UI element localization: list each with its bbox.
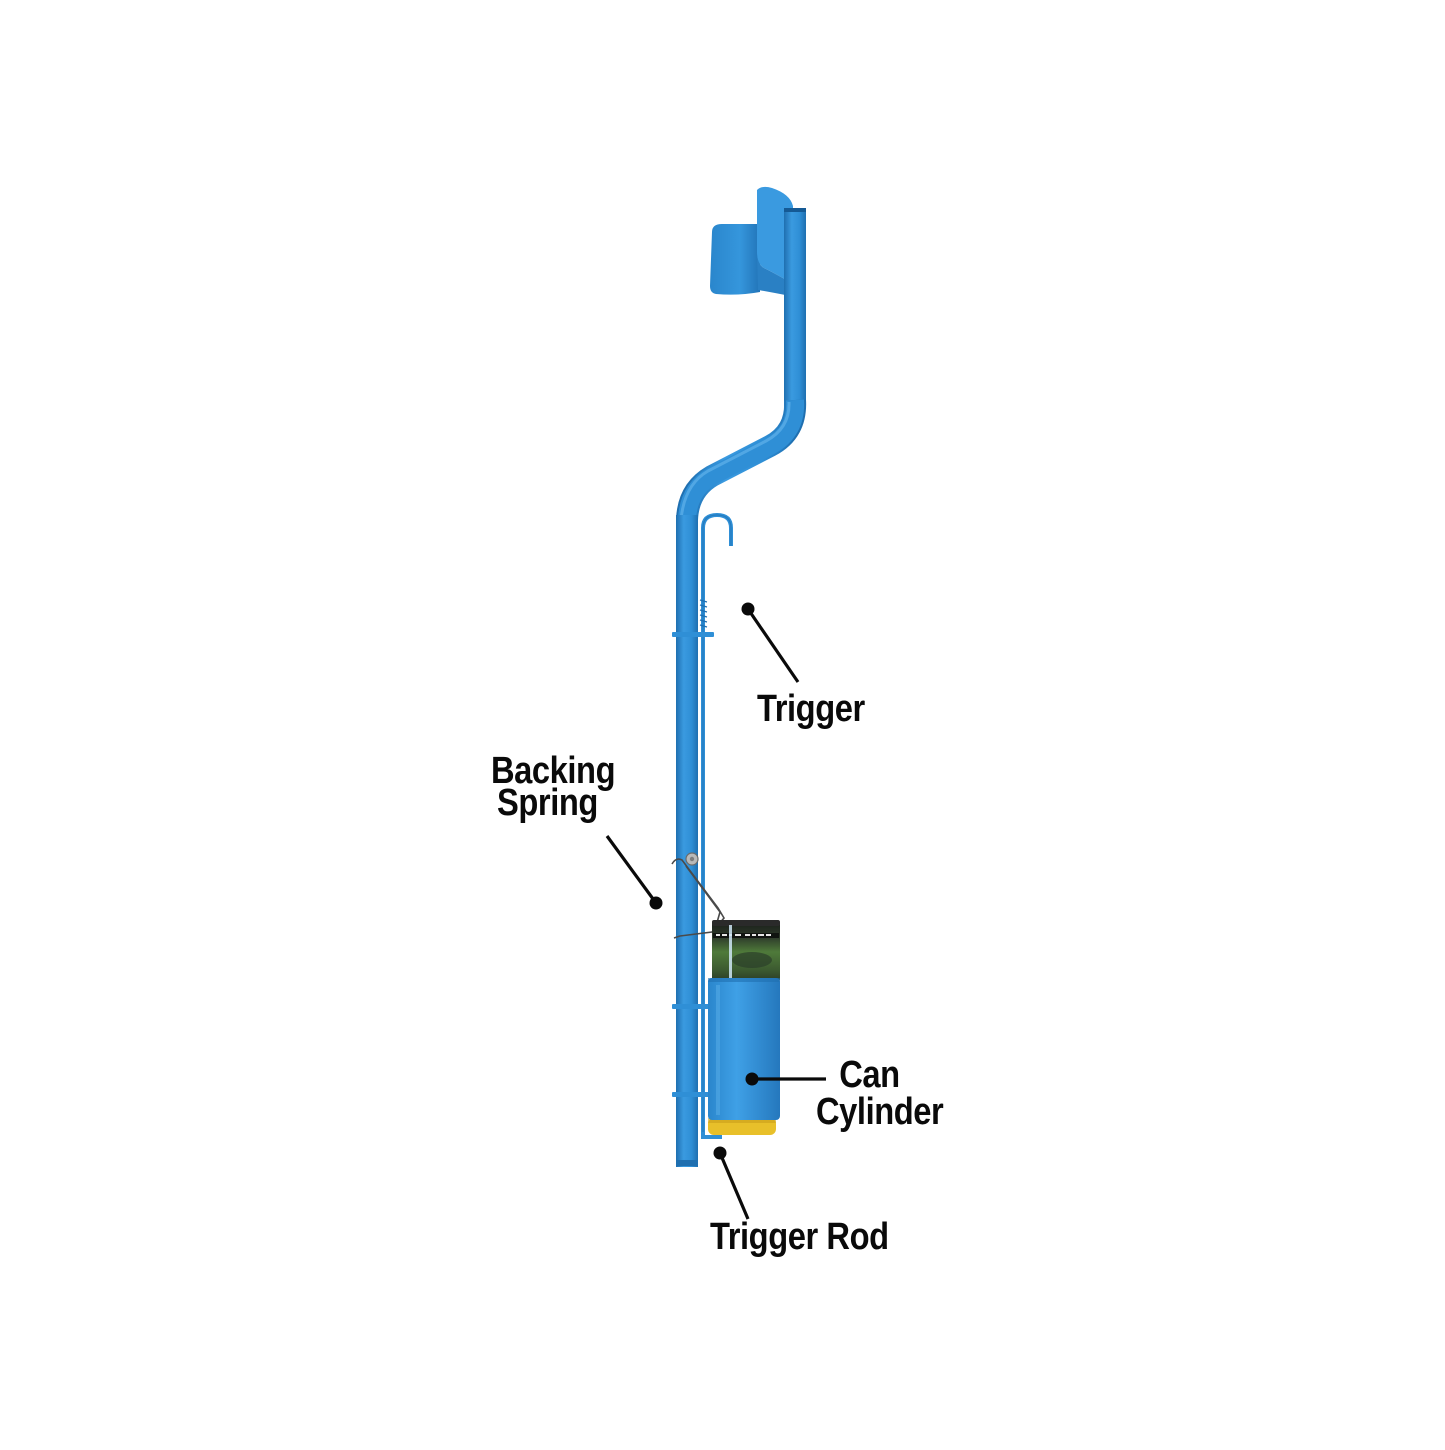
label-trigger-rod-text: Trigger Rod bbox=[710, 1216, 889, 1258]
label-backing-spring: Backing Spring bbox=[491, 750, 616, 824]
label-can-cylinder-line1: Can bbox=[839, 1054, 900, 1096]
trigger-paddle bbox=[710, 186, 793, 296]
label-trigger-rod: Trigger Rod bbox=[710, 1216, 889, 1258]
trigger-rod-bend bbox=[701, 1132, 722, 1139]
label-trigger-text: Trigger bbox=[757, 688, 865, 730]
pole-upper-segment bbox=[784, 208, 806, 408]
callout-lines bbox=[605, 602, 826, 1220]
pole-foot bbox=[676, 1160, 698, 1166]
label-can-cylinder-line2: Cylinder bbox=[816, 1091, 944, 1133]
callout-trigger-rod bbox=[713, 1146, 750, 1220]
label-can-cylinder: Can Cylinder bbox=[816, 1054, 944, 1133]
callout-can-cylinder bbox=[745, 1072, 826, 1086]
trigger-hook bbox=[701, 512, 733, 1135]
trigger-spring-coils bbox=[699, 599, 708, 628]
pole-main-segment bbox=[676, 515, 698, 1167]
spray-can bbox=[712, 920, 780, 983]
can-cylinder bbox=[708, 978, 780, 1135]
callout-trigger bbox=[741, 602, 800, 683]
label-trigger: Trigger bbox=[757, 688, 865, 730]
label-backing-spring-line2: Spring bbox=[497, 782, 598, 824]
label-backing-spring-line1: Backing bbox=[491, 750, 616, 792]
callout-backing-spring bbox=[605, 835, 663, 910]
